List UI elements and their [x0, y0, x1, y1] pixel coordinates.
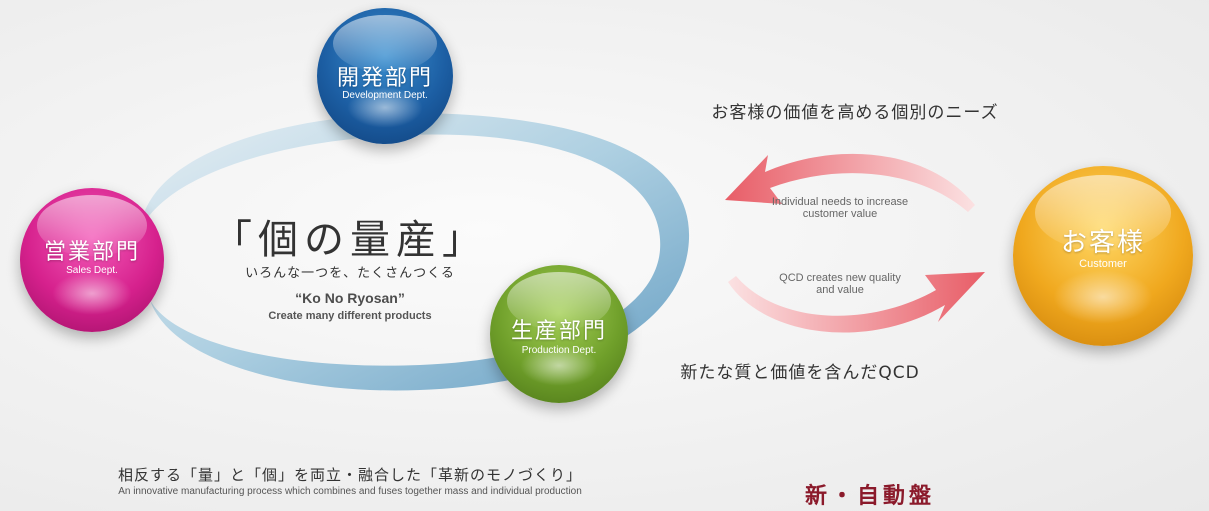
sphere-gloss: [506, 271, 612, 330]
needs-heading: お客様の価値を高める個別のニーズ: [711, 103, 999, 123]
footer-tagline: 相反する「量」と「個」を両立・融合した「革新のモノづくり」: [117, 466, 582, 484]
production-dept-sphere: 生産部門 Production Dept.: [490, 265, 628, 403]
needs-arrow: [725, 153, 975, 212]
development-dept-sphere: 開発部門 Development Dept.: [317, 8, 453, 144]
needs-en-label: Individual needs to increase customer va…: [740, 196, 940, 220]
sales-dept-label: 営業部門: [43, 240, 140, 265]
sales-dept-en-label: Sales Dept.: [66, 265, 118, 276]
sales-dept-sphere: 営業部門 Sales Dept.: [20, 188, 164, 332]
qcd-en-label: QCD creates new quality and value: [740, 272, 940, 296]
sphere-glow: [520, 345, 598, 387]
sphere-glow: [51, 271, 133, 315]
concept-en-subtitle: Create many different products: [268, 310, 432, 322]
development-dept-en-label: Development Dept.: [342, 90, 428, 101]
brand-heading: 新・自動盤: [804, 484, 935, 509]
concept-en-title: “Ko No Ryosan”: [295, 290, 405, 306]
sphere-glow: [346, 86, 424, 128]
customer-sphere: お客様 Customer: [1013, 166, 1193, 346]
sphere-gloss: [1034, 175, 1172, 251]
needs-en-line2: customer value: [802, 208, 878, 220]
production-dept-label: 生産部門: [510, 319, 607, 344]
customer-label: お客様: [1060, 228, 1145, 258]
sphere-gloss: [37, 195, 147, 256]
qcd-en-line1: QCD creates new quality: [779, 272, 901, 284]
production-dept-en-label: Production Dept.: [521, 345, 597, 356]
sphere-glow: [1052, 270, 1154, 325]
sphere-gloss: [333, 14, 437, 72]
qcd-heading: 新たな質と価値を含んだQCD: [680, 363, 920, 383]
footer-tagline-en: An innovative manufacturing process whic…: [118, 486, 582, 497]
concept-title: 「個の量産」: [212, 217, 488, 263]
needs-en-line1: Individual needs to increase: [771, 196, 909, 208]
customer-en-label: Customer: [1079, 258, 1127, 270]
concept-subtitle: いろんな一つを、たくさんつくる: [245, 266, 455, 281]
development-dept-label: 開発部門: [336, 66, 433, 91]
qcd-arrow: [728, 272, 985, 333]
qcd-en-line2: and value: [816, 284, 864, 296]
